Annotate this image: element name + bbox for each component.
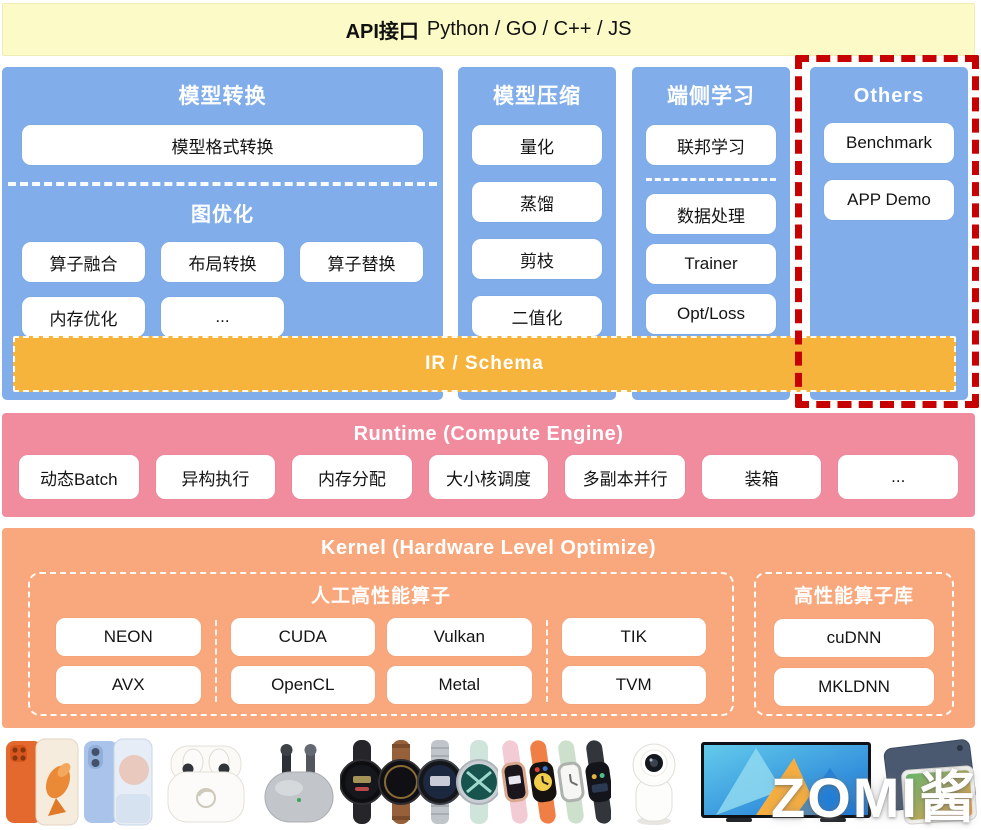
- api-layer-banner: API接口 Python / GO / C++ / JS: [2, 3, 975, 56]
- node-model-format-convert: 模型格式转换: [22, 125, 423, 165]
- manual-ops-col-gpu1: CUDA OpenCL: [230, 618, 375, 704]
- tablet-image: [875, 738, 977, 826]
- model-compression-title: 模型压缩: [493, 85, 581, 108]
- node-binarization: 二值化: [472, 296, 602, 336]
- node-quantization: 量化: [472, 125, 602, 165]
- node-multi-replica-parallel: 多副本并行: [565, 455, 685, 499]
- graph-optimize-title: 图优化: [191, 204, 254, 226]
- watch-fit-bands-image: [499, 738, 612, 826]
- node-dynamic-batch: 动态Batch: [19, 455, 139, 499]
- security-camera-illustration: [632, 743, 676, 825]
- round-smartwatches-image: [339, 738, 498, 826]
- node-pruning: 剪枝: [472, 239, 602, 279]
- node-neon: NEON: [56, 618, 201, 656]
- manual-ops-col-npu: TIK TVM: [561, 618, 706, 704]
- node-cuda: CUDA: [230, 618, 375, 656]
- node-more-graph-opt: ...: [161, 297, 284, 337]
- ir-schema-label: IR / Schema: [425, 353, 544, 374]
- silver-earbuds-image: [259, 738, 339, 826]
- node-data-processing: 数据处理: [646, 194, 776, 234]
- node-opt-loss: Opt/Loss: [646, 294, 776, 334]
- ir-schema-bar: IR / Schema: [13, 336, 956, 392]
- device-learning-stack: 联邦学习 数据处理 Trainer Opt/Loss: [646, 125, 776, 344]
- vertical-dashed-divider: [545, 620, 548, 702]
- node-opencl: OpenCL: [230, 666, 375, 704]
- api-layer-languages: Python / GO / C++ / JS: [426, 18, 632, 40]
- node-operator-fusion: 算子融合: [22, 242, 145, 282]
- node-app-demo: APP Demo: [824, 180, 954, 220]
- smart-tv-illustration: [700, 742, 871, 822]
- node-distillation: 蒸馏: [472, 182, 602, 222]
- graph-optimize-grid: 算子融合 布局转换 算子替换 内存优化 ...: [22, 242, 423, 337]
- node-more-runtime: ...: [838, 455, 959, 499]
- vertical-dashed-divider: [214, 620, 217, 702]
- api-layer-title: API接口: [345, 21, 419, 43]
- hp-ops-lib-title: 高性能算子库: [793, 586, 914, 607]
- node-memory-optimize: 内存优化: [22, 297, 145, 337]
- watch-fit-bands-illustration: [501, 740, 612, 824]
- node-mkldnn: MKLDNN: [774, 668, 934, 706]
- node-metal: Metal: [387, 666, 532, 704]
- device-products-strip: ZOMI酱: [0, 736, 981, 828]
- device-learning-title: 端侧学习: [667, 85, 755, 108]
- runtime-row: 动态Batch 异构执行 内存分配 大小核调度 多副本并行 装箱 ...: [19, 455, 959, 499]
- node-operator-replace: 算子替换: [300, 242, 423, 282]
- node-packing: 装箱: [701, 455, 822, 499]
- manual-ops-grid: NEON AVX CUDA OpenCL Vulkan Metal TIK TV…: [56, 618, 706, 704]
- node-federated-learning: 联邦学习: [646, 125, 776, 165]
- model-compression-stack: 量化 蒸馏 剪枝 二值化: [472, 125, 602, 353]
- watermark-text: ZOMI酱: [771, 766, 977, 829]
- divider-dashed: [8, 182, 437, 186]
- kernel-section: Kernel (Hardware Level Optimize) 人工高性能算子…: [2, 528, 975, 728]
- model-conversion-title: 模型转换: [178, 85, 267, 108]
- tablet-illustration: [883, 739, 977, 825]
- white-earbuds-image: [155, 738, 257, 826]
- others-title: Others: [853, 85, 925, 107]
- smart-tv-image: [698, 738, 874, 826]
- white-earbuds-illustration: [167, 745, 245, 823]
- phones-image: [4, 738, 154, 826]
- node-tvm: TVM: [561, 666, 706, 704]
- node-hetero-execution: 异构执行: [155, 455, 276, 499]
- security-camera-image: [612, 738, 696, 826]
- node-avx: AVX: [56, 666, 201, 704]
- runtime-section: Runtime (Compute Engine) 动态Batch 异构执行 内存…: [2, 413, 975, 517]
- node-benchmark: Benchmark: [824, 123, 954, 163]
- node-big-little-core-scheduling: 大小核调度: [428, 455, 549, 499]
- node-trainer: Trainer: [646, 244, 776, 284]
- round-smartwatches-illustration: [339, 740, 498, 824]
- hp-ops-lib-box: 高性能算子库 cuDNN MKLDNN: [754, 572, 954, 716]
- phones-illustration: [6, 738, 153, 826]
- manual-ops-col-gpu2: Vulkan Metal: [387, 618, 532, 704]
- hp-ops-lib-stack: cuDNN MKLDNN: [774, 619, 934, 706]
- manual-ops-col-cpu: NEON AVX: [56, 618, 201, 704]
- node-layout-convert: 布局转换: [161, 242, 284, 282]
- silver-earbuds-illustration: [264, 744, 334, 823]
- divider-dashed: [646, 178, 776, 181]
- node-tik: TIK: [561, 618, 706, 656]
- node-cudnn: cuDNN: [774, 619, 934, 657]
- node-vulkan: Vulkan: [387, 618, 532, 656]
- kernel-title: Kernel (Hardware Level Optimize): [321, 537, 656, 559]
- others-stack: Benchmark APP Demo: [824, 123, 954, 237]
- manual-ops-title: 人工高性能算子: [310, 586, 451, 607]
- runtime-title: Runtime (Compute Engine): [353, 423, 624, 445]
- manual-ops-box: 人工高性能算子 NEON AVX CUDA OpenCL Vulkan Meta…: [28, 572, 734, 716]
- node-memory-allocation: 内存分配: [292, 455, 412, 499]
